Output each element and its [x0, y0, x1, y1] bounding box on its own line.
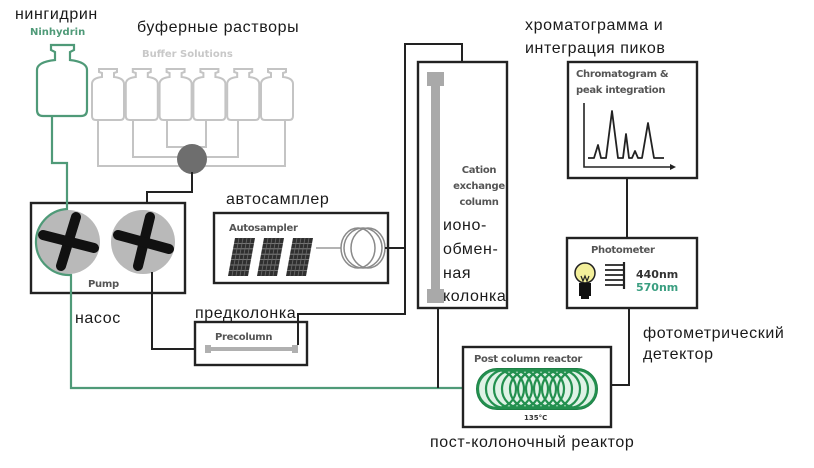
- wavelength-570: 570nm: [636, 281, 678, 294]
- precolumn-to-column-line: [297, 43, 463, 345]
- sample-rack: [257, 237, 284, 277]
- pump-rotor-right-icon: [113, 212, 174, 271]
- sample-rack: [286, 237, 313, 277]
- precolumn-box: [193, 320, 309, 367]
- column-label-ru-4: колонка: [443, 288, 506, 305]
- sample-rack: [228, 237, 255, 277]
- sample-racks: [228, 237, 313, 277]
- column-cap-top: [427, 72, 444, 86]
- pump-label-ru: насос: [75, 310, 121, 327]
- column-cap-bottom: [427, 289, 444, 303]
- pump-to-precolumn-line: [151, 272, 208, 350]
- reactor-label-ru: пост-колоночный реактор: [430, 434, 634, 451]
- precolumn-cap-left: [205, 345, 211, 353]
- column-label-en-1: Cation: [462, 165, 497, 176]
- reactor-coil-ring: [508, 368, 550, 410]
- column-label-en-3: column: [459, 197, 498, 208]
- ninhydrin-label-ru: нингидрин: [15, 6, 98, 23]
- light-bulb-icon: [574, 262, 596, 299]
- chromatogram-label-en-2: peak integration: [576, 85, 665, 96]
- reactor-coil-ring: [484, 368, 526, 410]
- reactor-coil-ring: [548, 368, 590, 410]
- chromatogram-axes: [583, 103, 672, 168]
- reactor-temperature: 135°C: [524, 414, 547, 422]
- ninhydrin-label-en: Ninhydrin: [30, 27, 85, 38]
- column-tube: [431, 76, 440, 302]
- ninhydrin-line: [34, 116, 463, 390]
- reactor-coil-ring: [556, 368, 598, 410]
- buffer-bottle: [260, 68, 294, 121]
- buffer-bottle: [91, 68, 125, 121]
- wavelength-440: 440nm: [636, 268, 678, 281]
- reactor-to-photometer-line: [611, 308, 630, 386]
- reactor-coil-ring: [516, 368, 558, 410]
- reactor-coil-ring: [492, 368, 534, 410]
- pump-label-en: Pump: [88, 279, 119, 290]
- chromatogram-plot-icon: [583, 103, 676, 170]
- reactor-coil-ring: [532, 368, 574, 410]
- chromatogram-label-ru-2: интеграция пиков: [525, 40, 665, 57]
- autosampler-label-en: Autosampler: [229, 223, 298, 234]
- buffer-bottle: [192, 68, 227, 121]
- reactor-coil-ring: [524, 368, 566, 410]
- buffer-bottle: [226, 68, 261, 121]
- buffers-label-ru: буферные растворы: [137, 19, 299, 36]
- column-label-en-2: exchange: [453, 181, 505, 192]
- light-beam-icon: [605, 262, 626, 289]
- photometer-label-ru-2: детектор: [643, 346, 714, 363]
- photometer-label-en: Photometer: [591, 245, 655, 256]
- buffer-bottles: [91, 68, 294, 121]
- autosampler-label-ru: автосамплер: [226, 191, 329, 208]
- chromatogram-peaks: [588, 110, 664, 159]
- column-label-ru-3: ная: [443, 265, 471, 282]
- reactor-coil-ring: [540, 368, 582, 410]
- buffer-pipe-inner: [166, 120, 207, 148]
- injection-loop-icon: [340, 227, 386, 269]
- chromatogram-label-en-1: Chromatogram &: [576, 69, 669, 80]
- column-label-ru-1: ионо-: [443, 217, 487, 234]
- chromatogram-label-ru-1: хроматограмма и: [525, 17, 663, 34]
- buffer-bottle: [158, 68, 193, 121]
- ninhydrin-bottle: [35, 43, 89, 118]
- reactor-coil-icon: [476, 368, 598, 410]
- buffers-label-en: Buffer Solutions: [142, 49, 233, 60]
- column-label-ru-2: обмен-: [443, 241, 498, 258]
- precolumn-label-en: Precolumn: [215, 332, 272, 343]
- buffer-mixing-valve: [177, 144, 207, 174]
- reactor-coil-ring: [476, 368, 518, 410]
- precolumn-cap-right: [292, 345, 298, 353]
- chromatogram-axis-arrow: [670, 164, 676, 170]
- precolumn-label-ru: предколонка: [195, 305, 296, 322]
- reactor-label-en: Post column reactor: [474, 354, 582, 365]
- pump-rotor-left-icon: [38, 212, 99, 271]
- buffer-bottle: [124, 68, 159, 121]
- photometer-label-ru-1: фотометрический: [643, 325, 784, 342]
- reactor-coil-ring: [500, 368, 542, 410]
